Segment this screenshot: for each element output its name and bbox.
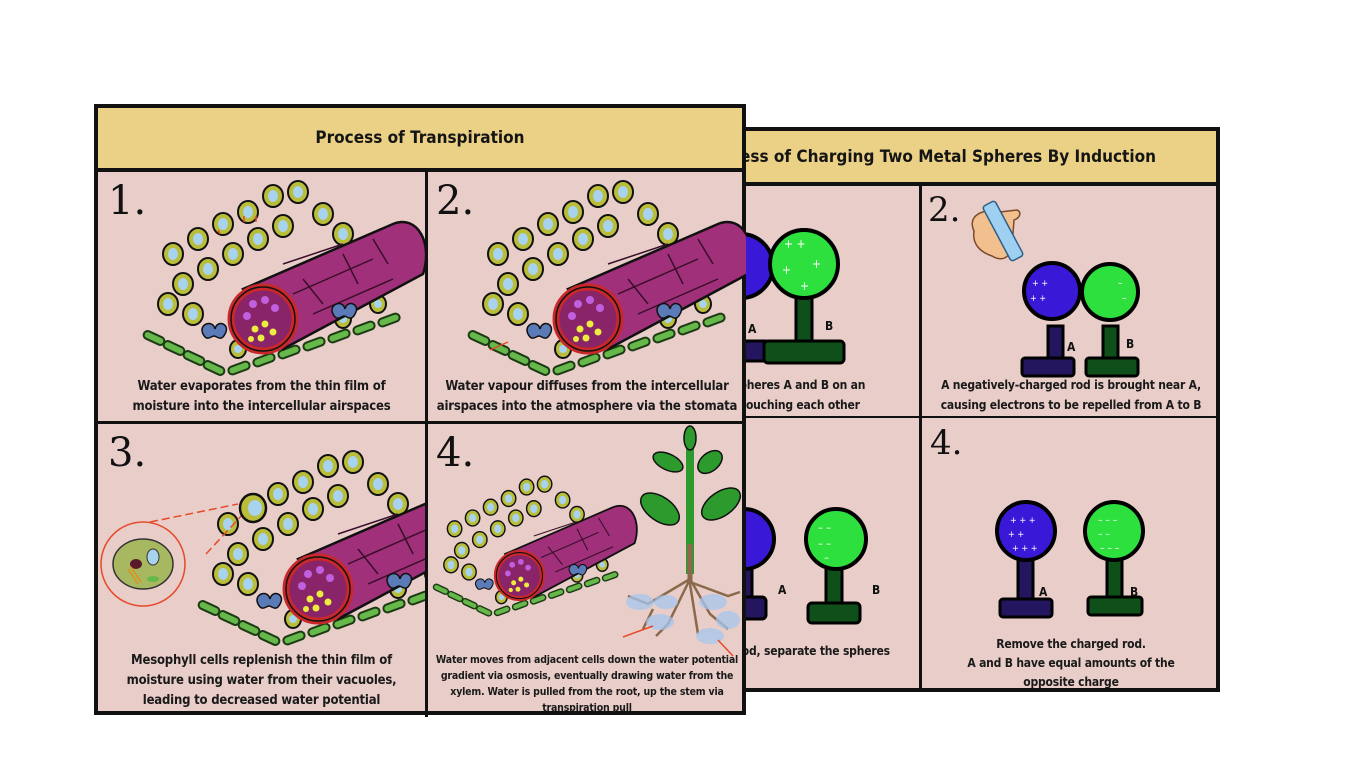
- induction-caption-4: Remove the charged rod. A and B have equ…: [967, 637, 1175, 689]
- transpiration-panel-3: 3. Mesophyll cells replenish the thin fi…: [98, 424, 425, 717]
- svg-text:+ + +: + + +: [1010, 516, 1036, 526]
- leaf-cross-section-illustration: [428, 172, 746, 372]
- step-number: 1.: [108, 178, 147, 224]
- label-b: B: [1130, 585, 1138, 599]
- magnified-cell-icon: [100, 521, 186, 607]
- sphere-b: – – – – – – – –: [1083, 500, 1145, 617]
- svg-text:– – –: – – –: [1098, 515, 1118, 526]
- svg-text:+ + +: + + +: [1012, 544, 1038, 554]
- leaf-cross-section-illustration: [100, 424, 425, 654]
- spheres-charged-illustration: + + + + + + + + – – – – – – – – A B: [995, 500, 1145, 619]
- induction-caption-2: A negatively-charged rod is brought near…: [940, 378, 1202, 412]
- svg-text:– – –: – – –: [1100, 543, 1120, 554]
- transpiration-card: Process of Transpiration: [94, 104, 746, 717]
- transpiration-caption-2: Water vapour diffuses from the intercell…: [436, 379, 738, 414]
- transpiration-panel-4: 4.: [428, 424, 746, 717]
- step-number: 2.: [436, 178, 475, 224]
- hand-holding-rod-icon: [971, 200, 1024, 262]
- plant-icon: [622, 425, 742, 657]
- transpiration-title-bar: Process of Transpiration: [98, 108, 742, 172]
- diffusion-arrow: [489, 341, 509, 351]
- svg-text:– –: – –: [1098, 529, 1110, 540]
- transpiration-caption-4: Water moves from adjacent cells down the…: [435, 654, 739, 714]
- sphere-b: + + + + +: [762, 228, 846, 365]
- svg-text:+ +: + +: [1032, 279, 1048, 289]
- step-number: 3.: [108, 430, 147, 476]
- induction-caption-1: l spheres A and B on an d, touching each…: [726, 378, 866, 412]
- grid-divider-horizontal: [726, 416, 1220, 418]
- step-number: 4.: [436, 430, 475, 476]
- evaporation-arrows: [217, 216, 257, 235]
- label-a: A: [1039, 585, 1048, 599]
- transpiration-caption-3: Mesophyll cells replenish the thin film …: [126, 653, 397, 708]
- step-number: 2.: [928, 190, 961, 230]
- grid-divider-horizontal: [98, 421, 746, 424]
- induction-panel-4: 4. + + + + + + + + – – – – – – – – A B: [922, 419, 1220, 691]
- rod-near-sphere-illustration: + + + + – – A B: [971, 200, 1140, 378]
- svg-text:–: –: [824, 551, 829, 564]
- leaf-cross-section-illustration: [98, 172, 425, 372]
- svg-text:+ +: + +: [1030, 294, 1046, 304]
- induction-panel-1: + + + + + A B l spheres A and B on an d,…: [726, 186, 919, 416]
- svg-text:+: +: [782, 263, 791, 277]
- transpiration-panel-2: 2. Water vapour diffuses from the interc…: [428, 172, 746, 421]
- induction-caption-3: e rod, separate the spheres: [726, 644, 890, 658]
- svg-text:+ +: + +: [784, 237, 806, 251]
- label-a: A: [778, 583, 787, 597]
- label-a: A: [1067, 340, 1076, 354]
- grid-divider-vertical: [919, 182, 922, 692]
- sphere-b: – –: [1080, 262, 1140, 378]
- label-b: B: [872, 583, 880, 597]
- sphere-a: + + + +: [1020, 261, 1082, 378]
- induction-card: ess of Charging Two Metal Spheres By Ind…: [722, 127, 1220, 692]
- induction-panel-3: – – – – – A B e rod, separate the sphere…: [726, 419, 919, 691]
- transpiration-title: Process of Transpiration: [315, 128, 525, 148]
- sphere-a: + + + + + + + +: [995, 500, 1057, 619]
- svg-text:– –: – –: [818, 521, 831, 534]
- svg-text:–: –: [1118, 278, 1123, 289]
- leaf-and-plant-illustration: [428, 425, 742, 657]
- svg-text:+: +: [812, 257, 821, 271]
- svg-text:– –: – –: [818, 537, 831, 550]
- step-number: 4.: [930, 423, 963, 463]
- sphere-b: – – – – –: [804, 507, 868, 625]
- transpiration-caption-1: Water evaporates from the thin film of m…: [132, 379, 391, 414]
- transpiration-panel-1: 1. Water evaporates from the thin film o…: [98, 172, 425, 421]
- grid-divider-vertical: [425, 172, 428, 717]
- label-b: B: [825, 319, 833, 333]
- svg-text:+: +: [800, 279, 809, 293]
- induction-panel-2: 2. + + + + – – A B A: [922, 186, 1220, 416]
- zoom-callout-lines: [149, 503, 244, 555]
- induction-title: ess of Charging Two Metal Spheres By Ind…: [740, 146, 1156, 167]
- svg-text:–: –: [1122, 293, 1127, 304]
- induction-title-bar: ess of Charging Two Metal Spheres By Ind…: [726, 131, 1216, 186]
- svg-text:+ +: + +: [1008, 530, 1024, 540]
- label-a: A: [748, 322, 757, 336]
- label-b: B: [1126, 337, 1134, 351]
